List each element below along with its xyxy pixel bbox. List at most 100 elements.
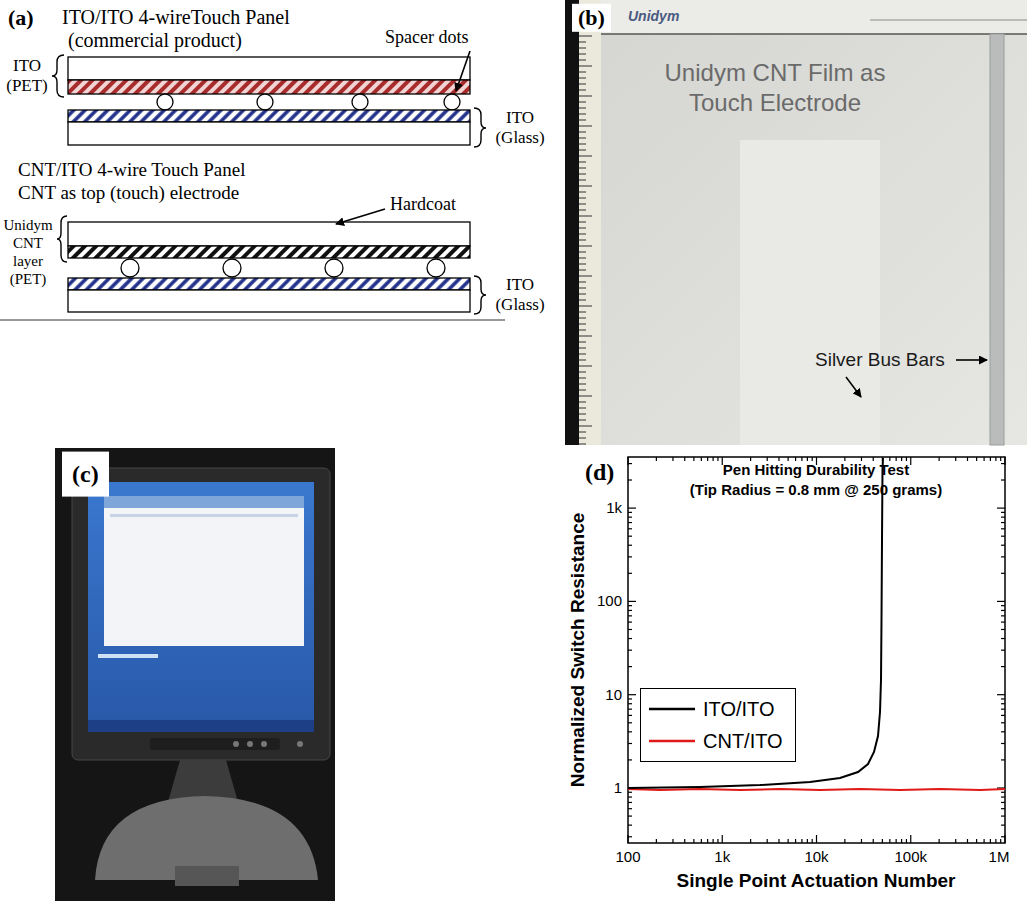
legend-text: CNT/ITO xyxy=(703,730,783,753)
axis-tick xyxy=(628,731,632,732)
monitor-bezel xyxy=(72,468,330,760)
axis-tick xyxy=(628,698,632,699)
brace xyxy=(57,216,67,262)
axis-tick xyxy=(707,457,708,461)
axis-tick xyxy=(628,802,632,803)
axis-tick xyxy=(628,792,632,793)
panel-letter: (a) xyxy=(8,5,34,31)
axis-tick xyxy=(788,457,789,461)
axis-tick xyxy=(861,839,862,843)
spacer-dot xyxy=(444,94,460,110)
axis-tick xyxy=(990,839,991,843)
leader-arrow xyxy=(956,359,987,361)
ito-layer xyxy=(68,110,470,122)
window-titlebar xyxy=(104,496,304,508)
panel-letter: (d) xyxy=(585,458,614,487)
axis-tick xyxy=(990,457,991,461)
spacer-dot xyxy=(157,94,173,110)
axis-ticks xyxy=(628,457,1005,843)
button xyxy=(247,741,253,747)
axis-tick xyxy=(1001,722,1005,723)
cnt-ito-stack xyxy=(68,222,470,312)
axis-tick xyxy=(812,457,813,461)
axis-tick xyxy=(889,457,890,461)
axis-tick xyxy=(767,839,768,843)
axis-tick xyxy=(722,835,723,843)
glass-substrate xyxy=(68,122,470,145)
axis-tick xyxy=(906,839,907,843)
axis-tick xyxy=(701,839,702,843)
brace xyxy=(474,276,486,314)
axis-tick xyxy=(1001,621,1005,622)
axis-tick xyxy=(896,839,897,843)
axis-tick xyxy=(717,839,718,843)
axis-tick xyxy=(1001,556,1005,557)
axis-tick xyxy=(628,610,632,611)
axis-tick xyxy=(910,457,911,465)
spacer-dot xyxy=(121,259,139,277)
tick-label: 1k xyxy=(606,499,622,517)
axis-tick xyxy=(628,796,632,797)
axis-tick xyxy=(882,839,883,843)
axis-tick xyxy=(628,601,636,602)
axis-tick xyxy=(1001,703,1005,704)
axis-tick xyxy=(628,825,632,826)
axis-tick xyxy=(1001,825,1005,826)
spacer-dot xyxy=(257,94,273,110)
axis-tick xyxy=(1000,457,1001,461)
axis-tick xyxy=(816,835,817,843)
axis-tick xyxy=(1001,605,1005,606)
axis-tick xyxy=(873,839,874,843)
axis-tick xyxy=(1000,839,1001,843)
axis-tick xyxy=(1001,638,1005,639)
axis-tick xyxy=(684,457,685,461)
axis-tick xyxy=(628,715,632,716)
axis-tick xyxy=(1001,796,1005,797)
axis-tick xyxy=(628,743,632,744)
axis-tick xyxy=(672,839,673,843)
axis-tick xyxy=(906,457,907,461)
tick-label: 1M xyxy=(989,848,1010,866)
axis-tick xyxy=(767,457,768,461)
axis-tick xyxy=(1001,709,1005,710)
axis-tick xyxy=(1001,715,1005,716)
axis-tick xyxy=(1001,528,1005,529)
axis-tick xyxy=(1001,792,1005,793)
axis-tick xyxy=(628,573,632,574)
layer-label: ITO (Glass) xyxy=(490,275,550,316)
axis-tick xyxy=(628,694,636,695)
axis-tick xyxy=(889,839,890,843)
stand-neck xyxy=(168,760,238,802)
axis-tick xyxy=(701,457,702,461)
chart-legend: ITO/ITOCNT/ITO xyxy=(640,688,796,762)
axis-tick xyxy=(955,457,956,461)
tick-label: 100k xyxy=(894,848,927,866)
pet-film xyxy=(68,57,470,80)
tick-label: 1 xyxy=(614,779,622,797)
axis-tick xyxy=(1001,629,1005,630)
axis-tick xyxy=(1001,808,1005,809)
axis-tick xyxy=(1001,815,1005,816)
axis-tick xyxy=(693,839,694,843)
axis-tick xyxy=(976,839,977,843)
axis-tick xyxy=(1001,512,1005,513)
axis-tick xyxy=(795,839,796,843)
axis-tick xyxy=(844,457,845,461)
axis-tick xyxy=(807,839,808,843)
ito-ito-stack xyxy=(68,57,470,145)
axis-tick xyxy=(656,457,657,461)
cnt-layer xyxy=(68,246,470,258)
part-label: Spacer dots xyxy=(385,27,468,49)
axis-tick xyxy=(628,508,636,509)
axis-tick xyxy=(967,457,968,461)
plot-frame xyxy=(628,457,1005,843)
axis-tick xyxy=(801,457,802,461)
axis-title: Normalized Switch Resistance xyxy=(567,513,590,788)
chart-title: Pen Hitting Durability Test xyxy=(723,461,909,479)
panel-letter: (b) xyxy=(572,4,611,32)
axis-tick xyxy=(997,601,1005,602)
axis-tick xyxy=(1001,536,1005,537)
axis-tick xyxy=(997,508,1005,509)
axis-tick xyxy=(995,457,996,461)
